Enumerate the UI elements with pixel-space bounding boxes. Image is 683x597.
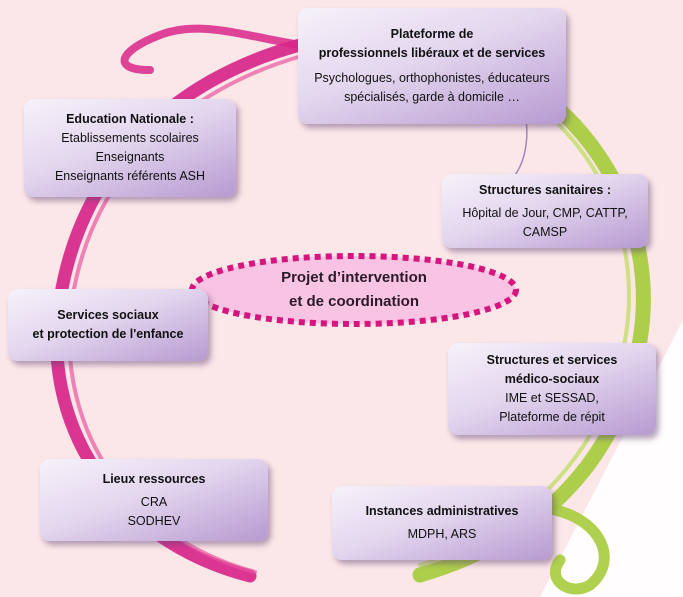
node-ressources-title: Lieux ressources <box>102 471 206 486</box>
node-plateforme-body-1: Psychologues, orthophonistes, éducateurs <box>314 71 550 85</box>
node-plateforme-body-2: spécialisés, garde à domicile … <box>344 90 520 104</box>
node-ressources: Lieux ressources CRA SODHEV <box>40 459 268 541</box>
node-education-body-3: Enseignants référents ASH <box>54 169 206 183</box>
node-sanitaires-body-2: CAMSP <box>522 224 568 239</box>
node-plateforme: Plateforme de professionnels libéraux et… <box>298 8 566 124</box>
node-sanitaires-title: Structures sanitaires : <box>479 182 611 197</box>
node-medico: Structures et services médico-sociaux IM… <box>448 343 656 435</box>
node-ressources-body-2: SODHEV <box>127 513 181 528</box>
node-instances: Instances administratives MDPH, ARS <box>332 486 552 560</box>
node-sociaux: Services sociaux et protection de l'enfa… <box>8 289 208 361</box>
ring-magenta-tail <box>120 24 304 74</box>
node-sanitaires-body-1: Hôpital de Jour, CMP, CATTP, <box>462 205 628 220</box>
node-medico-body-1: IME et SESSAD, <box>505 391 599 405</box>
center-title-line-2: et de coordination <box>288 293 419 310</box>
center-ellipse: Projet d’intervention et de coordination <box>186 250 522 330</box>
node-instances-body-1: MDPH, ARS <box>407 527 477 541</box>
node-plateforme-title-1: Plateforme de <box>390 27 474 41</box>
node-sociaux-title-2: et protection de l'enfance <box>32 327 184 341</box>
node-sociaux-title-1: Services sociaux <box>57 308 159 322</box>
ring-green-tail <box>549 504 610 595</box>
node-sanitaires: Structures sanitaires : Hôpital de Jour,… <box>442 174 648 248</box>
node-medico-body-2: Plateforme de répit <box>499 410 605 424</box>
node-plateforme-title-2: professionnels libéraux et de services <box>318 46 546 60</box>
node-instances-title: Instances administratives <box>365 504 519 518</box>
node-education: Education Nationale : Etablissements sco… <box>24 99 236 197</box>
node-medico-title-1: Structures et services <box>486 353 618 367</box>
node-education-title: Education Nationale : <box>66 112 194 126</box>
node-education-body-2: Enseignants <box>95 150 165 164</box>
center-title-line-1: Projet d’intervention <box>281 269 427 286</box>
node-medico-title-2: médico-sociaux <box>504 372 600 386</box>
node-ressources-body-1: CRA <box>140 494 168 509</box>
node-education-body-1: Etablissements scolaires <box>61 131 199 145</box>
